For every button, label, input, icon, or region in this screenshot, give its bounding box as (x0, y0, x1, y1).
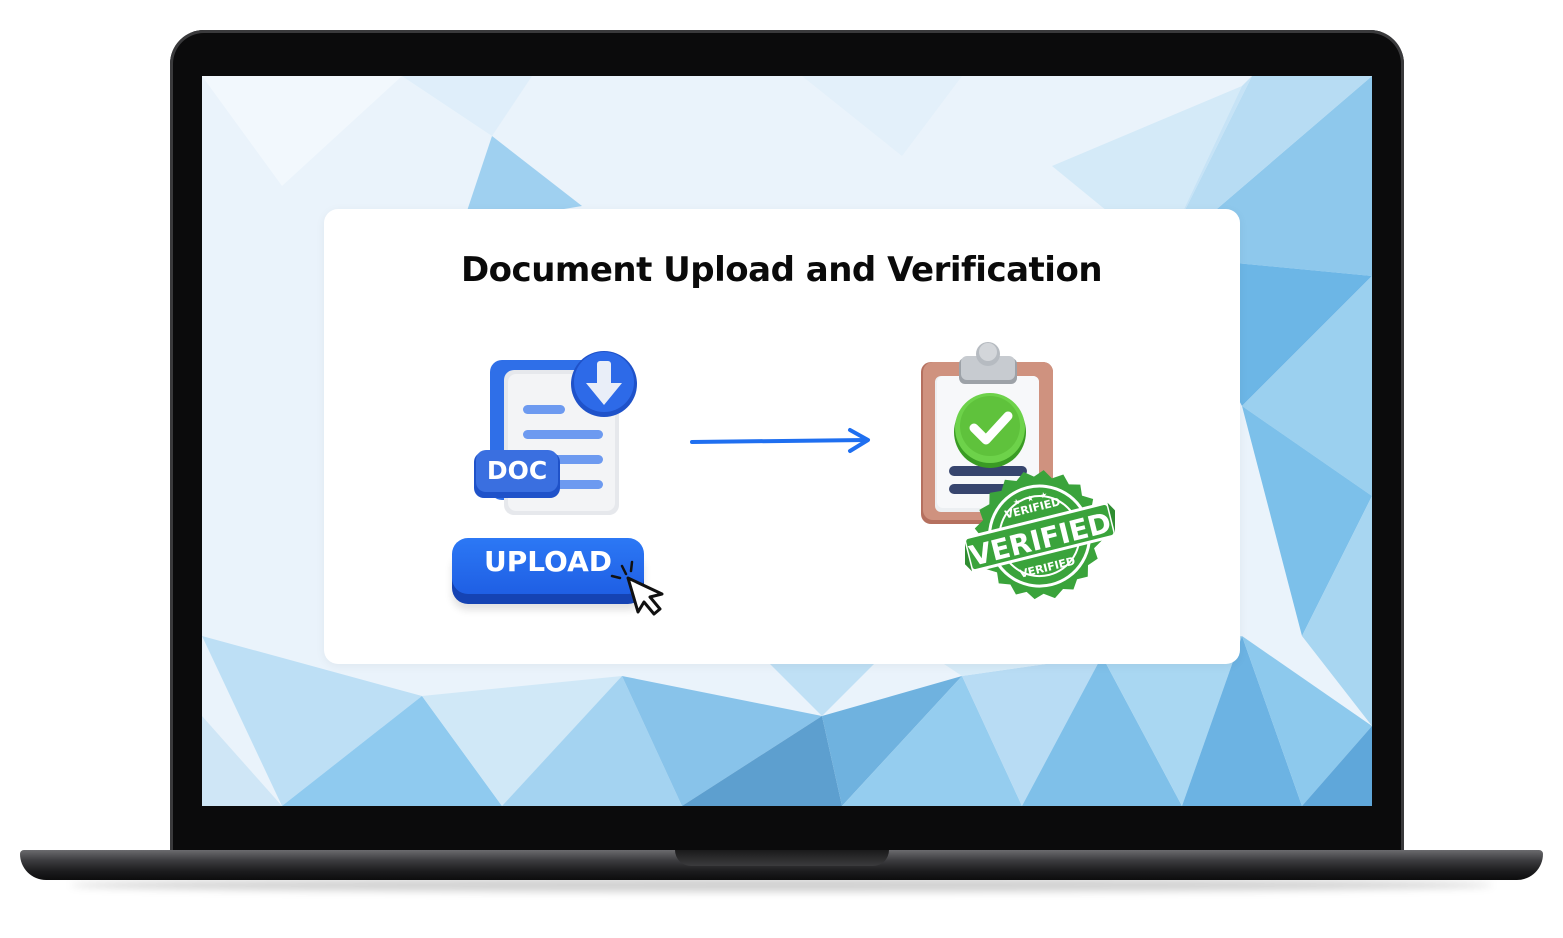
doc-badge: DOC (476, 450, 558, 492)
laptop-shadow (70, 878, 1493, 892)
verified-stamp-icon: VERIFIED VERIFIED VERIFIED ★ ★ ★ (965, 470, 1115, 600)
arrow-right-icon (690, 428, 870, 453)
stamp-star-icon: ★ (1039, 490, 1048, 500)
checkmark-icon (954, 393, 1026, 468)
cursor-icon (610, 560, 664, 616)
upload-button[interactable]: UPLOAD (452, 538, 644, 594)
card-title: Document Upload and Verification (460, 250, 1103, 290)
stamp-star-icon: ★ (1026, 493, 1035, 503)
stamp-star-icon: ★ (1012, 497, 1021, 507)
download-arrow-icon (571, 351, 637, 417)
laptop-hinge-notch (675, 850, 889, 866)
